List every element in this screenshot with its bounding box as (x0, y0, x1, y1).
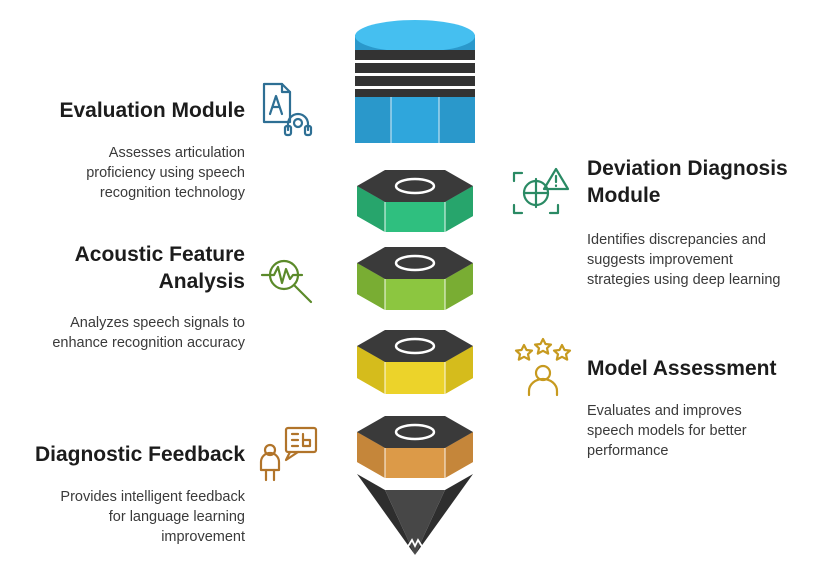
model-assessment-desc: Evaluates and improves speech models for… (587, 403, 747, 459)
feedback-layer (357, 416, 473, 478)
acoustic-feature-title: Acoustic Feature Analysis (74, 243, 245, 293)
diagnostic-feedback-desc: Provides intelligent feedback for langua… (60, 489, 245, 545)
acoustic-layer (357, 247, 473, 310)
deviation-layer (357, 170, 473, 232)
model-layer (357, 330, 473, 394)
acoustic-feature-desc: Analyzes speech signals to enhance recog… (52, 315, 245, 351)
model-assessment-title: Model Assessment (587, 357, 777, 380)
layered-stack-diagram (355, 20, 475, 555)
person-chat-icon (259, 426, 318, 482)
face-warning-icon (512, 167, 570, 215)
evaluation-layer (355, 20, 475, 143)
deviation-diagnosis-title: Deviation Diagnosis Module (587, 157, 788, 207)
diagnostic-feedback-title: Diagnostic Feedback (34, 443, 245, 466)
evaluation-module-title: Evaluation Module (59, 99, 245, 122)
person-stars-icon (514, 337, 572, 397)
deviation-diagnosis-desc: Identifies discrepancies and suggests im… (587, 232, 781, 288)
cone-tip (357, 474, 473, 555)
magnifier-waveform-icon (260, 259, 313, 304)
document-headset-icon (262, 82, 313, 137)
evaluation-module-desc: Assesses articulation proficiency using … (86, 145, 245, 201)
